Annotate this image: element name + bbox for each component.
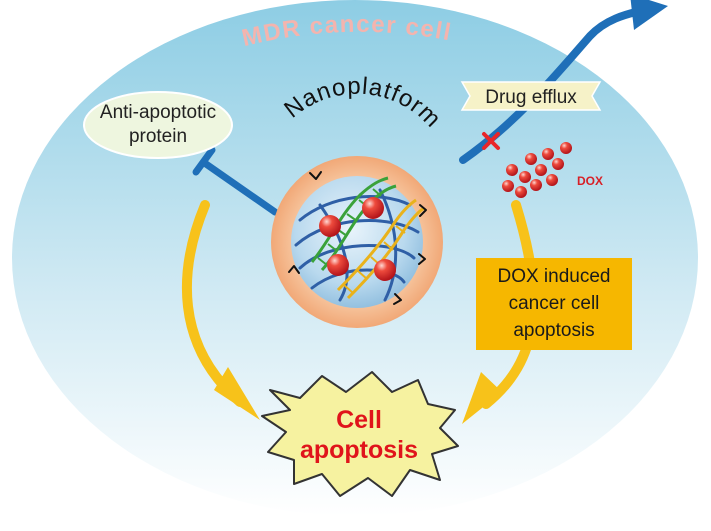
dox-ball bbox=[515, 186, 527, 198]
dox-induced-line2: cancer cell bbox=[509, 293, 600, 314]
drug-sphere bbox=[327, 254, 349, 276]
dox-ball bbox=[560, 142, 572, 154]
inhibition-line bbox=[202, 160, 279, 216]
dox-ball bbox=[530, 179, 542, 191]
left-yellow-arrowhead bbox=[214, 367, 260, 420]
anti-apoptotic-bubble bbox=[83, 91, 233, 159]
dox-ball bbox=[506, 164, 518, 176]
dox-ball bbox=[546, 174, 558, 186]
dox-induced-box bbox=[476, 258, 632, 350]
drug-sphere bbox=[374, 259, 396, 281]
inhibition-bar bbox=[192, 146, 216, 176]
dox-label: DOX bbox=[577, 174, 603, 188]
left-yellow-arrow bbox=[182, 200, 245, 407]
dox-induced-line3: apoptosis bbox=[513, 320, 594, 341]
efflux-block-x bbox=[482, 132, 500, 150]
drug-sphere bbox=[362, 197, 384, 219]
apoptosis-line2: apoptosis bbox=[300, 436, 418, 464]
dox-induced-line1: DOX induced bbox=[497, 266, 610, 287]
drug-efflux-arrow bbox=[459, 6, 649, 164]
drug-sphere bbox=[319, 215, 341, 237]
dox-molecules bbox=[502, 142, 572, 198]
apoptosis-starburst bbox=[261, 371, 459, 497]
drug-efflux-banner bbox=[460, 81, 602, 111]
apoptosis-line1: Cell bbox=[336, 406, 382, 434]
drug-efflux-arrowhead bbox=[630, 0, 668, 30]
right-yellow-arrowhead bbox=[462, 372, 502, 424]
dox-ball bbox=[519, 171, 531, 183]
anti-apoptotic-line1: Anti-apoptotic bbox=[100, 102, 216, 123]
drug-efflux-label: Drug efflux bbox=[485, 87, 577, 108]
dox-ball bbox=[502, 180, 514, 192]
dox-ball bbox=[535, 164, 547, 176]
dox-ball bbox=[525, 153, 537, 165]
dox-ball bbox=[542, 148, 554, 160]
nanoparticle bbox=[271, 156, 443, 328]
dox-ball bbox=[552, 158, 564, 170]
anti-apoptotic-line2: protein bbox=[129, 126, 187, 147]
